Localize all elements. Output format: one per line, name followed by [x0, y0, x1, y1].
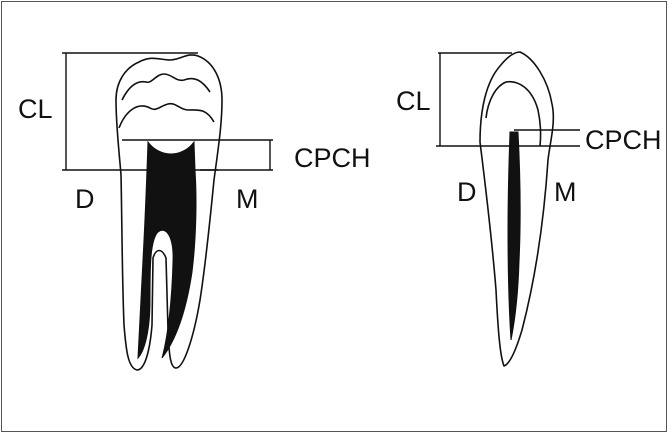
- molar-mesial-label: M: [236, 184, 259, 214]
- incisor-pulp-canal: [508, 132, 520, 340]
- molar-measure-lines: [62, 53, 273, 170]
- incisor-cl-label: CL: [396, 86, 431, 116]
- molar-cpch-label: CPCH: [294, 143, 371, 173]
- molar-dej-line: [119, 104, 214, 128]
- incisor-mesial-label: M: [554, 177, 577, 207]
- molar-occlusal-line: [122, 74, 210, 100]
- molar-pulp-chamber: [138, 142, 196, 358]
- incisor-cpch-label: CPCH: [585, 125, 662, 155]
- incisor-distal-label: D: [457, 177, 477, 207]
- incisor-measure-lines: [436, 53, 580, 146]
- molar-distal-label: D: [75, 184, 95, 214]
- molar-cl-label: CL: [18, 94, 53, 124]
